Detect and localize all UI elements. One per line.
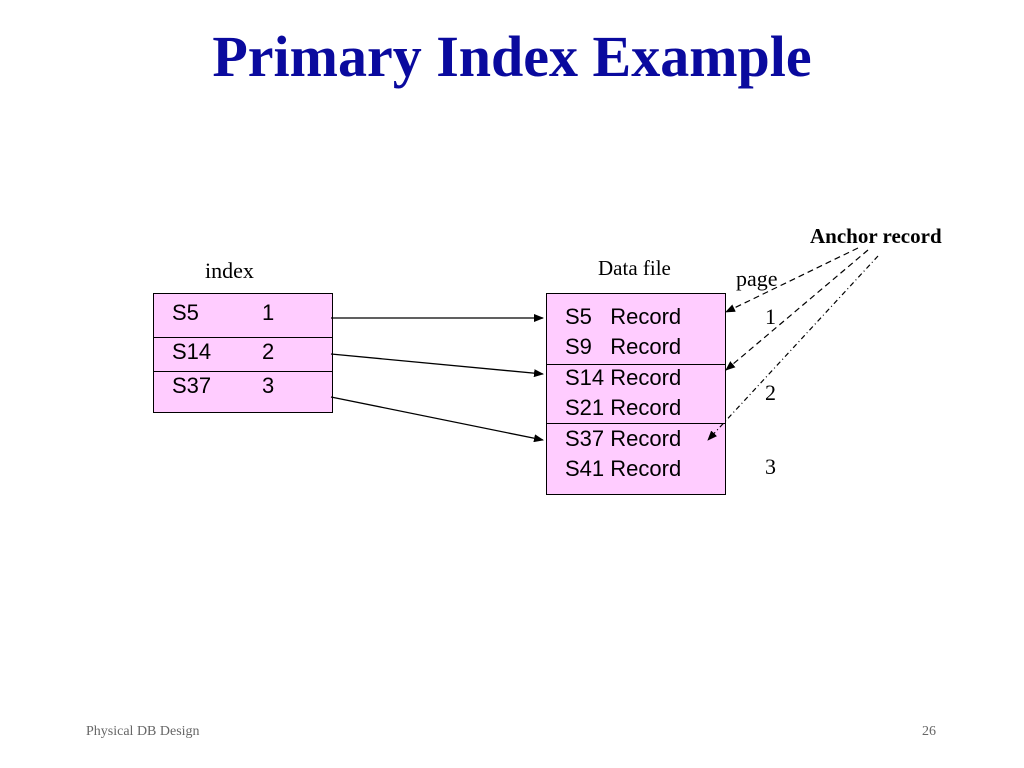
anchor-record-label: Anchor record (810, 224, 942, 248)
index-table: S5 1 S14 2 S37 3 (153, 293, 333, 413)
index-page-pointer: 1 (262, 300, 275, 325)
anchor-pointer-arrow (725, 249, 869, 371)
index-key: S5 (172, 300, 199, 325)
slide-number: 26 (922, 724, 936, 739)
index-row: S14 2 (154, 338, 332, 372)
index-pointer-arrow (330, 353, 544, 378)
index-label: index (205, 258, 254, 283)
index-page-pointer: 2 (262, 339, 275, 364)
page-number: 2 (765, 380, 776, 405)
anchor-pointer-arrow (725, 247, 859, 313)
data-record: S5 Record (565, 304, 682, 329)
data-page-2: S14 Record S21 Record (547, 365, 725, 424)
anchor-pointer-arrow (707, 255, 879, 441)
page-number: 3 (765, 454, 776, 479)
data-record: S41 Record (565, 456, 682, 481)
index-key: S14 (172, 339, 212, 364)
index-pointer-arrow (330, 396, 544, 443)
data-record: S21 Record (565, 395, 682, 420)
index-row: S37 3 (154, 372, 332, 414)
slide-title: Primary Index Example (212, 24, 812, 89)
page-number: 1 (765, 304, 776, 329)
page-label: page (736, 266, 778, 291)
data-file-table: S5 Record S9 Record S14 Record S21 Recor… (546, 293, 726, 495)
data-record: S14 Record (565, 365, 682, 390)
data-page-3: S37 Record S41 Record (547, 424, 725, 496)
index-row: S5 1 (154, 294, 332, 338)
data-record: S9 Record (565, 334, 682, 359)
index-page-pointer: 3 (262, 373, 275, 398)
data-file-label: Data file (598, 256, 671, 280)
footer-text: Physical DB Design (86, 724, 200, 739)
data-page-1: S5 Record S9 Record (547, 294, 725, 365)
index-key: S37 (172, 373, 212, 398)
data-record: S37 Record (565, 426, 682, 451)
